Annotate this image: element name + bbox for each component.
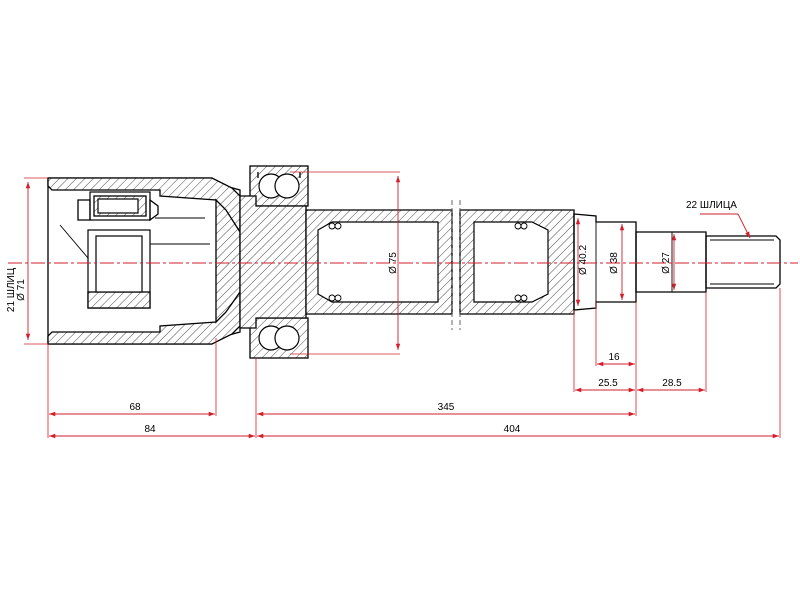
callout-splines-right: 22 ШЛИЦА (686, 200, 751, 239)
label-len-404: 404 (504, 424, 521, 435)
intermediate-shaft (239, 195, 575, 330)
dim-outer-cup-diameter: 21 ШЛИЦ Ø 71 (6, 177, 48, 345)
dim-bearing-diameter: Ø 75 (290, 171, 401, 355)
label-splines-left: 21 ШЛИЦ (6, 267, 17, 312)
label-splines-right: 22 ШЛИЦА (686, 200, 737, 211)
tripod-spider (77, 191, 159, 309)
bearing-lower (249, 317, 309, 359)
label-len-345: 345 (438, 402, 455, 413)
label-len-16: 16 (608, 352, 620, 363)
label-len-84: 84 (144, 424, 156, 435)
outer-cup (47, 177, 241, 345)
bearing-upper (249, 165, 309, 207)
label-len-28-5: 28.5 (662, 378, 682, 389)
dim-shoulder-diameter: Ø 40.2 (575, 218, 589, 306)
label-dia-38: Ø 38 (609, 252, 620, 274)
label-len-68: 68 (129, 402, 141, 413)
label-dia-27: Ø 27 (661, 252, 672, 274)
label-dia-71: Ø 71 (16, 279, 27, 301)
output-stub (573, 213, 781, 311)
label-dia-75: Ø 75 (388, 252, 399, 274)
dim-stub-diameter: Ø 27 (661, 234, 677, 290)
dim-seat-diameter: Ø 38 (609, 224, 625, 300)
dim-lengths: 16 25.5 28.5 68 345 84 404 (47, 288, 781, 439)
label-dia-40-2: Ø 40.2 (578, 245, 589, 275)
label-len-25-5: 25.5 (598, 378, 618, 389)
